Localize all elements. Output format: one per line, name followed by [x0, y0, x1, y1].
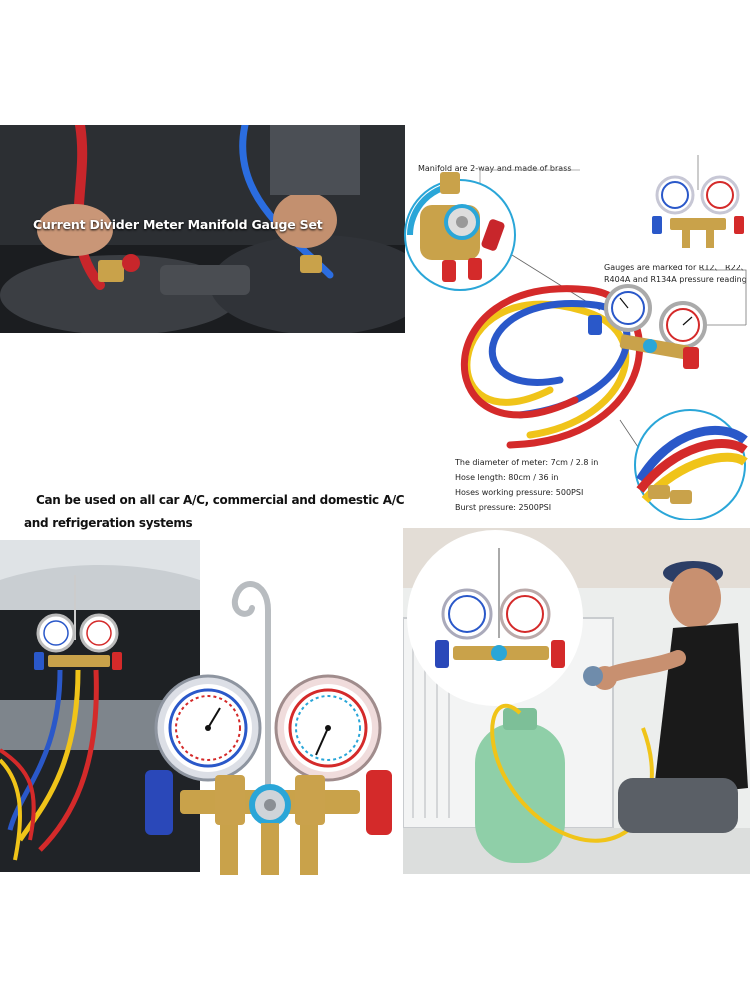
- main-gauges: [588, 284, 707, 369]
- spec-diameter: The diameter of meter: 7cm / 2.8 in: [455, 458, 599, 467]
- high-pressure-gauge: [274, 674, 382, 782]
- gauge-note-line-2: R404A and R134A pressure reading: [604, 275, 747, 284]
- hose-callout: [634, 409, 748, 520]
- hero-photo: [0, 125, 405, 333]
- engine-bay-illustration: [0, 125, 405, 333]
- usage-headline-line-2: and refrigeration systems: [24, 516, 193, 530]
- brass-note: Manifold are 2-way and made of brass: [418, 164, 572, 173]
- spec-burst-pressure: Burst pressure: 2500PSI: [455, 503, 552, 512]
- spec-working-pressure: Hoses working pressure: 500PSI: [455, 488, 584, 497]
- gauge-note-line-1: Gauges are marked for R12、 R22、: [604, 263, 749, 272]
- red-knob: [366, 770, 392, 835]
- manifold-diagram: [404, 155, 748, 520]
- low-pressure-gauge: [154, 674, 262, 782]
- brass-callout: [404, 172, 516, 291]
- usage-headline-line-1: Can be used on all car A/C, commercial a…: [36, 493, 405, 507]
- hoses: [460, 285, 644, 449]
- gauge-callout: [645, 155, 745, 265]
- technician-photo: [403, 528, 750, 874]
- banner-title: Current Divider Meter Manifold Gauge Set: [33, 217, 323, 232]
- spec-hose-length: Hose length: 80cm / 36 in: [455, 473, 559, 482]
- blue-knob: [145, 770, 173, 835]
- manifold-closeup: [145, 581, 392, 875]
